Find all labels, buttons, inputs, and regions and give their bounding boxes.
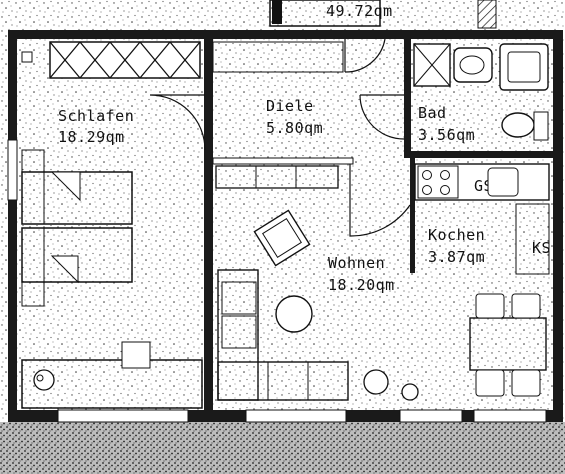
toilet-tank — [533, 111, 549, 141]
wall-kochen-left — [410, 158, 415, 273]
room-schlafen-area: 18.29qm — [58, 128, 125, 146]
room-diele-area: 5.80qm — [266, 119, 323, 137]
plant-wohnen-1 — [363, 369, 389, 395]
window-bottom-mid2 — [399, 409, 463, 423]
total-area-label: 49.72qm — [326, 2, 393, 20]
door-schlafen — [149, 94, 206, 151]
washer-bad — [499, 43, 549, 91]
sink-bad — [453, 47, 493, 83]
room-schlafen-name: Schlafen — [58, 107, 134, 125]
room-bad-name: Bad — [418, 104, 447, 122]
dining-table — [469, 317, 547, 371]
door-wohnen — [349, 164, 411, 237]
window-bottom-left — [57, 409, 189, 423]
plant-schlafen-leaf — [36, 374, 44, 382]
bed-2-fold — [50, 255, 79, 284]
door-entry — [344, 38, 386, 73]
room-kochen-name: Kochen — [428, 226, 485, 244]
room-bad-area: 3.56qm — [418, 126, 475, 144]
washer-bad-inner — [507, 51, 541, 83]
sofa-seat-1 — [221, 281, 257, 315]
plant-wohnen-2 — [401, 383, 419, 401]
bottom-ground — [0, 422, 565, 474]
room-wohnen-area: 18.20qm — [328, 276, 395, 294]
wall-bad-left — [404, 39, 411, 151]
bed-1-fold — [50, 171, 81, 202]
top-wall-block-right — [477, 0, 497, 29]
sofa-seat-2 — [221, 315, 257, 349]
toilet — [501, 112, 535, 138]
coffee-table — [275, 295, 313, 333]
window-left — [7, 139, 18, 201]
sofa-bottom — [217, 361, 349, 401]
chair-1 — [475, 293, 505, 319]
top-corridor — [269, 0, 381, 27]
top-wall-block-left — [272, 0, 282, 24]
kitchen-sink — [487, 167, 519, 197]
chair-2 — [511, 293, 541, 319]
diele-closet — [212, 41, 344, 73]
nightstand-2 — [21, 281, 45, 307]
nightstand-1 — [21, 149, 45, 173]
wall-schlafen-wohnen — [204, 39, 213, 410]
room-kochen-area: 3.87qm — [428, 248, 485, 266]
wall-bad-bottom — [404, 151, 553, 158]
plant-schlafen — [33, 369, 55, 391]
chair-schlafen — [121, 341, 151, 369]
door-bad — [359, 94, 405, 140]
desk-schlafen — [21, 359, 203, 409]
wall-left — [8, 30, 17, 422]
chair-4 — [511, 369, 541, 397]
wall-small-marker — [21, 51, 33, 63]
chair-3 — [475, 369, 505, 397]
sink-bad-basin — [459, 55, 485, 75]
window-bottom-right — [473, 409, 547, 423]
wall-diele-bottom — [212, 157, 354, 165]
room-diele-name: Diele — [266, 97, 314, 115]
fridge-mark: KS — [532, 239, 551, 257]
window-bottom-mid — [245, 409, 347, 423]
tv-unit — [215, 165, 339, 189]
armchair — [253, 209, 311, 267]
wall-right — [553, 30, 563, 422]
wall-top — [8, 30, 563, 39]
room-wohnen-name: Wohnen — [328, 254, 385, 272]
kitchen-cabinet — [515, 203, 550, 275]
